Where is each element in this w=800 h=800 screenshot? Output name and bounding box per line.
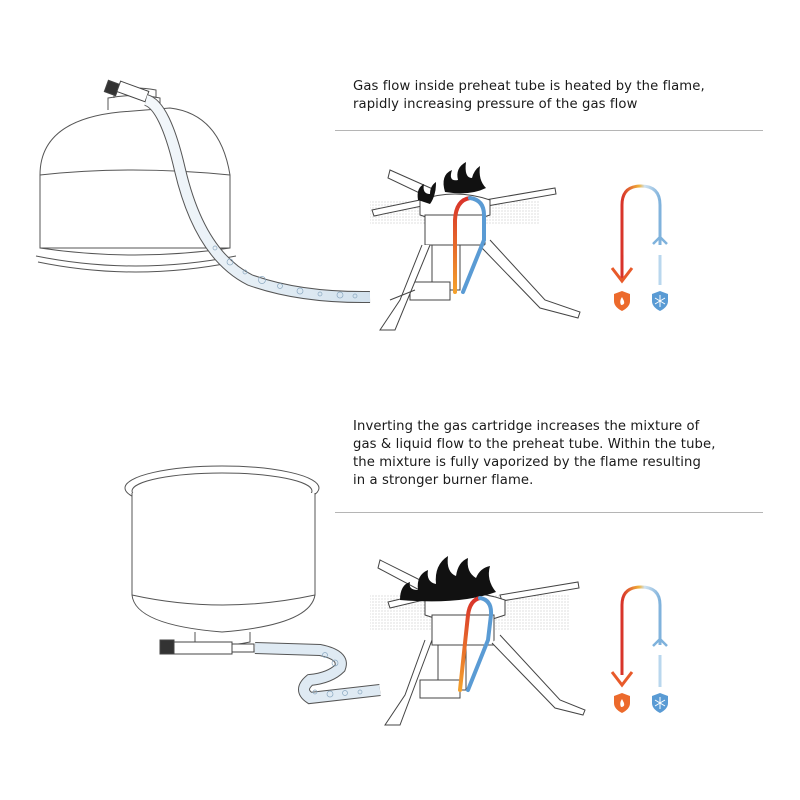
preheat-tube-hot bbox=[458, 596, 482, 692]
caption-upright: Gas flow inside preheat tube is heated b… bbox=[353, 78, 773, 114]
flow-legend-upright bbox=[610, 184, 668, 311]
snowflake-shield-icon bbox=[652, 291, 668, 311]
caption-line: in a stronger burner flame. bbox=[353, 473, 534, 488]
flow-legend-inverted bbox=[610, 585, 668, 713]
snowflake-shield-icon bbox=[652, 693, 668, 713]
caption-inverted: Inverting the gas cartridge increases th… bbox=[353, 418, 773, 490]
panel-inverted-cartridge: Inverting the gas cartridge increases th… bbox=[0, 400, 800, 800]
flame-shield-icon bbox=[614, 291, 630, 311]
caption-line: rapidly increasing pressure of the gas f… bbox=[353, 97, 638, 112]
gas-bubbles bbox=[212, 245, 358, 299]
valve-connector bbox=[103, 79, 150, 103]
gas-bubbles bbox=[312, 652, 363, 698]
flame-shield-icon bbox=[614, 693, 630, 713]
illustration-inverted bbox=[124, 465, 668, 726]
preheat-tube-cold bbox=[466, 596, 494, 692]
valve-connector bbox=[159, 639, 255, 655]
stove-upright bbox=[370, 169, 581, 331]
gas-cartridge-inverted bbox=[124, 465, 320, 646]
gas-cartridge-upright bbox=[35, 87, 237, 273]
caption-line: Inverting the gas cartridge increases th… bbox=[353, 419, 700, 434]
panel-upright-cartridge: Gas flow inside preheat tube is heated b… bbox=[35, 78, 773, 331]
caption-line: the mixture is fully vaporized by the fl… bbox=[353, 455, 701, 470]
preheat-tube-cold bbox=[461, 196, 486, 294]
divider-rule bbox=[335, 512, 763, 513]
caption-line: gas & liquid flow to the preheat tube. W… bbox=[353, 437, 716, 452]
flame-icon bbox=[417, 162, 486, 204]
illustration-upright bbox=[35, 79, 668, 331]
caption-line: Gas flow inside preheat tube is heated b… bbox=[353, 79, 705, 94]
flame-icon bbox=[400, 556, 496, 602]
divider-rule bbox=[335, 130, 763, 131]
preheat-tube-hot bbox=[453, 196, 472, 294]
